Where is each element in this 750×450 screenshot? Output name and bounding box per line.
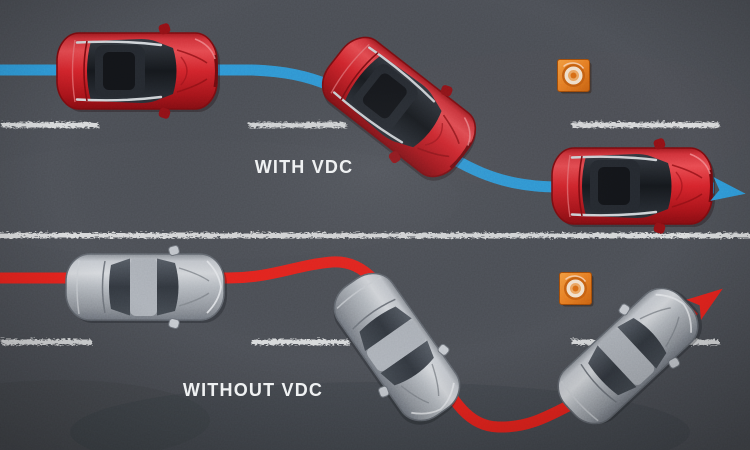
- with-vdc-label: WITH VDC: [255, 157, 354, 177]
- without-vdc-label: WITHOUT VDC: [183, 380, 323, 400]
